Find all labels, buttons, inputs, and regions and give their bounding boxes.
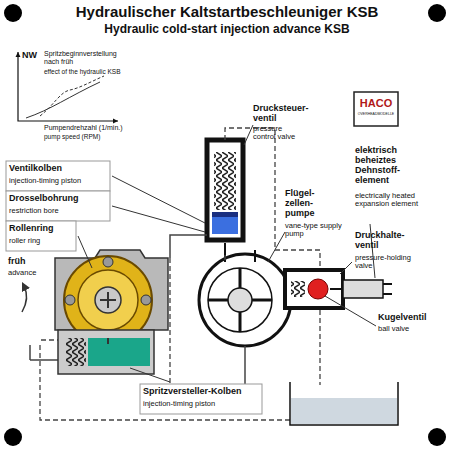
pipes — [30, 235, 320, 395]
label-frame — [6, 221, 76, 251]
axis-label: Spritzbeginnverstellung nach früh — [44, 50, 124, 66]
mount-hole — [428, 4, 446, 22]
title: Hydraulischer Kaltstartbeschleuniger KSB — [2, 4, 450, 21]
part-name-en: ball valve — [378, 325, 409, 333]
vane-pump — [199, 250, 291, 346]
part-name: Ventilkolben — [9, 163, 62, 173]
part-name-en: pressure control valve — [253, 125, 303, 142]
part-name: Druckhalte-ventil — [355, 230, 415, 250]
part-name: Spritzversteller-Kolben — [143, 386, 242, 396]
axis-label: effect of the hydraulic KSB — [44, 68, 124, 75]
part-name-en: injection-timing piston — [9, 177, 81, 185]
advance-arrow — [22, 286, 27, 312]
part-name: Drosselbohrung — [9, 193, 79, 203]
axis-label: Pumpendrehzahl (1/min.) — [44, 124, 123, 132]
mount-hole — [4, 4, 22, 22]
part-name: Rollenring — [9, 223, 54, 233]
pressure-holding-valve — [285, 270, 392, 308]
logo-text: OVERHEADMODELLE — [355, 113, 397, 117]
logo-frame — [354, 92, 398, 126]
timing-piston — [58, 330, 154, 374]
part-name-en: restriction bore — [9, 207, 59, 215]
part-name-en: pressure-holding valve — [355, 254, 415, 271]
pressure-control-valve — [207, 140, 243, 260]
part-name-en: vane-type supply pump — [285, 222, 347, 239]
label-frame — [6, 161, 110, 191]
tank — [290, 382, 398, 425]
label-frame — [6, 191, 110, 221]
mount-hole — [428, 428, 446, 446]
part-name: Flügel-zellen-pumpe — [285, 188, 330, 218]
part-name-en: electrically heated expansion element — [355, 192, 430, 209]
part-name: elektrisch beheiztes Dehnstoff-element — [355, 145, 425, 185]
direction-label: advance — [8, 269, 36, 277]
part-name-en: roller ring — [9, 237, 40, 245]
logo-text: HACO — [355, 97, 397, 109]
subtitle: Hydraulic cold-start injection advance K… — [2, 23, 450, 36]
part-name: Kugelventil — [378, 312, 427, 322]
axis-label: NW — [22, 50, 37, 60]
label-frame — [140, 384, 262, 414]
part-name: Drucksteuer-ventil — [253, 103, 313, 123]
part-name-en: injection-timing piston — [143, 400, 215, 408]
axis-label: pump speed (RPM) — [44, 133, 100, 140]
direction-label: früh — [8, 256, 26, 266]
leader-lines — [78, 125, 376, 382]
mount-hole — [4, 428, 22, 446]
